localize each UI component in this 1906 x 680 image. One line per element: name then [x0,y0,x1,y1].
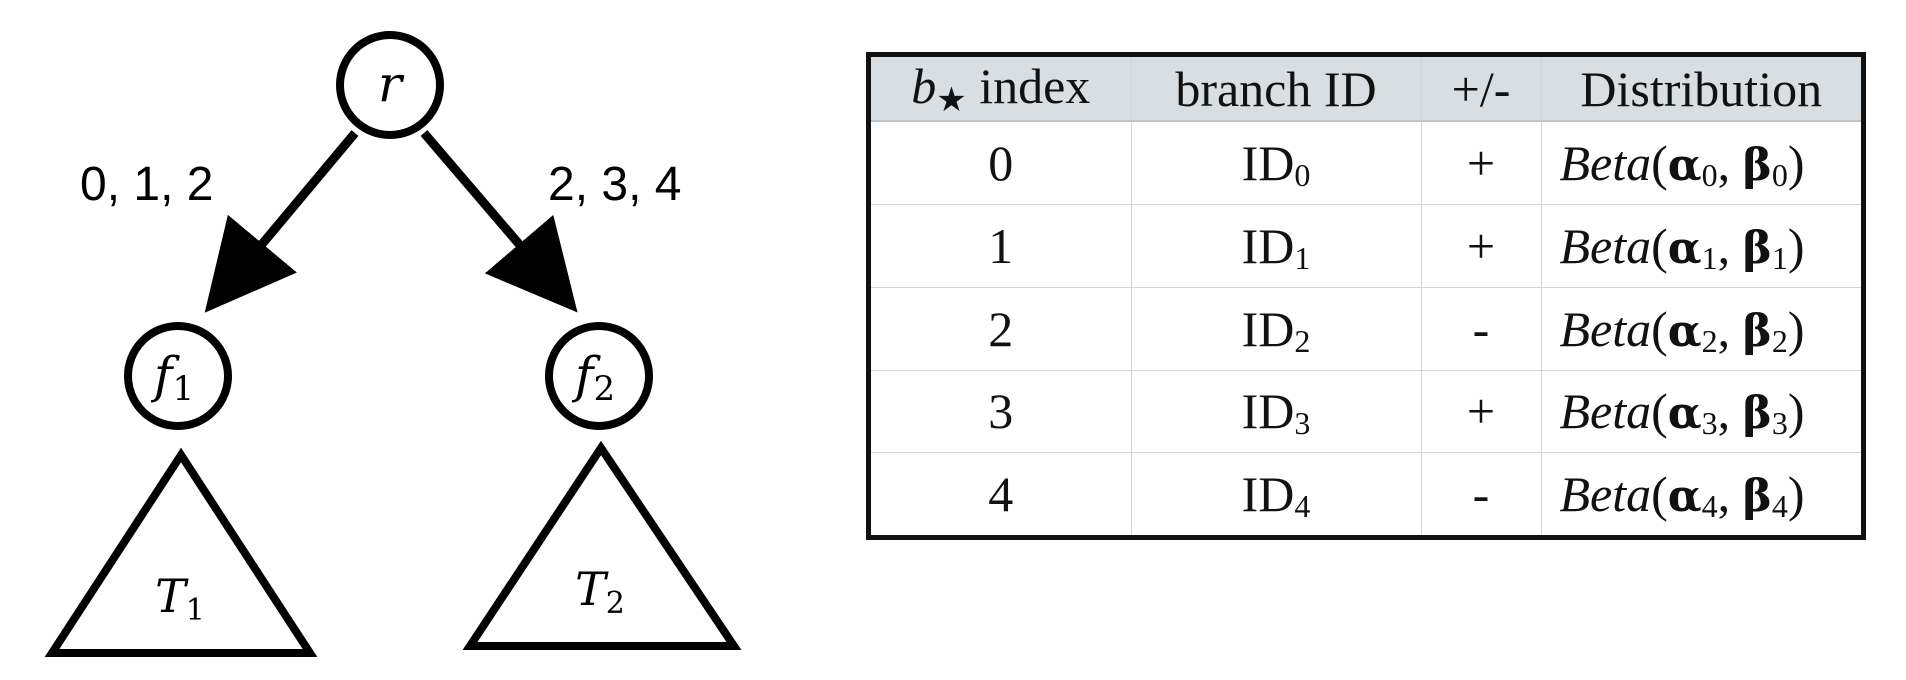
cell-distribution: Beta(α3, β3) [1541,370,1861,454]
cell-index: 3 [871,370,1132,454]
table-row: 1 ID1 + Beta(α1, β1) [871,204,1861,288]
child-label-f1: f1 [150,346,194,409]
cell-sign: + [1421,204,1542,288]
branch-table: b★ index branch ID +/- Distribution 0 ID… [866,52,1866,540]
branch-distribution-table: b★ index branch ID +/- Distribution 0 ID… [871,57,1861,535]
cell-distribution: Beta(α2, β2) [1541,287,1861,371]
root-node [336,31,444,139]
cell-index: 1 [871,204,1132,288]
edge-label-right: 2, 3, 4 [548,158,681,211]
cell-index: 2 [871,287,1132,371]
edge-left [204,130,359,313]
header-index: b★ index [871,57,1132,122]
subtree-label-left: T1 [155,569,205,628]
tree-diagram: r 0, 1, 2 2, 3, 4 f1 f2 T1 T2 [44,31,742,657]
edge-label-left: 0, 1, 2 [80,158,213,211]
subtree-triangle-left [44,447,318,657]
table-header-row: b★ index branch ID +/- Distribution [871,57,1861,122]
cell-sign: + [1421,370,1542,454]
cell-sign: + [1421,121,1542,205]
cell-distribution: Beta(α0, β0) [1541,121,1861,205]
cell-sign: - [1421,452,1542,535]
cell-branch-id: ID1 [1131,204,1422,288]
subtree-triangle-right [462,440,742,650]
child-node-f1 [124,322,232,430]
cell-branch-id: ID0 [1131,121,1422,205]
edge-right [420,130,578,313]
root-label: r [378,55,405,113]
table-row: 0 ID0 + Beta(α0, β0) [871,121,1861,205]
header-sign: +/- [1421,57,1542,122]
subtree-label-right: T2 [575,562,625,621]
header-branch-id: branch ID [1131,57,1422,122]
cell-index: 0 [871,121,1132,205]
child-label-f2: f2 [571,346,615,409]
table-row: 2 ID2 - Beta(α2, β2) [871,287,1861,371]
cell-distribution: Beta(α4, β4) [1559,466,1805,525]
cell-branch-id: ID4 [1131,452,1422,535]
cell-branch-id: ID3 [1131,370,1422,454]
cell-sign: - [1421,287,1542,371]
header-distribution: Distribution [1541,57,1861,122]
table-row: 3 ID3 + Beta(α3, β3) [871,370,1861,454]
table-row: 4 ID4 - Beta(α4, β4) [871,452,1861,535]
cell-index: 4 [871,452,1132,535]
child-node-f2 [545,322,653,430]
cell-branch-id: ID2 [1131,287,1422,371]
cell-distribution: Beta(α1, β1) [1541,204,1861,288]
